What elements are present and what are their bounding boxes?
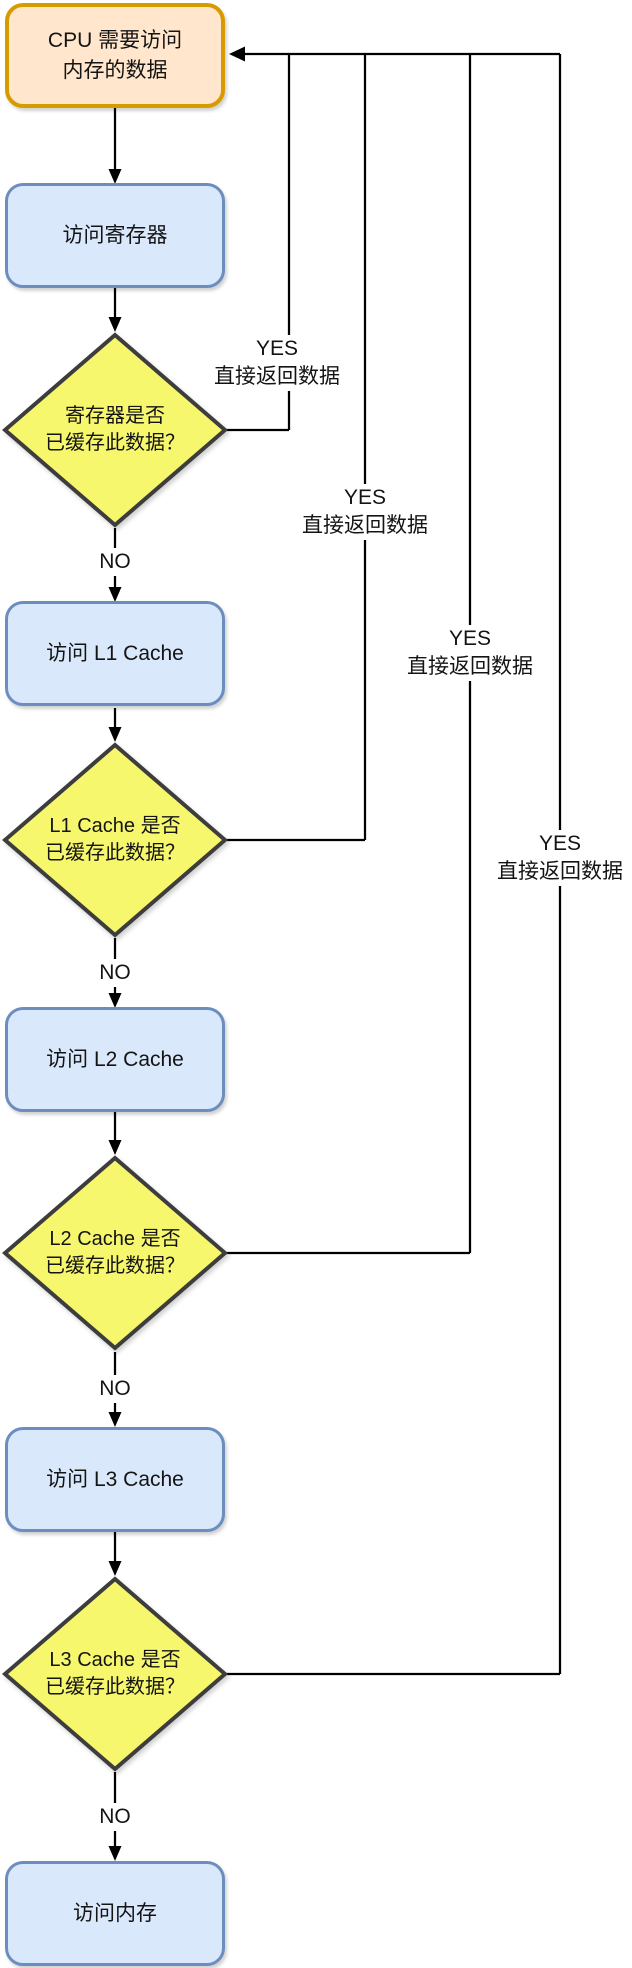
decision-node-register: 寄存器是否 已缓存此数据？ [2,332,228,528]
yes-label-register: YES 直接返回数据 [211,335,343,391]
no-label-l2: NO [96,1375,134,1403]
yes-label-l1-line2: 直接返回数据 [302,514,428,537]
yes-label-register-line2: 直接返回数据 [214,365,340,388]
action-node-l1-cache: 访问 L1 Cache [5,601,225,706]
decision-l1-line2: 已缓存此数据？ [45,842,185,864]
decision-diamond-shape [2,1576,228,1772]
arrowhead-decision-l1 [108,727,122,742]
yes-label-l3-line1: YES [538,832,582,855]
no-label-l1: NO [96,959,134,987]
action-node-l3-cache: 访问 L3 Cache [5,1427,225,1532]
decision-l3-line1: L3 Cache 是否 [49,1649,181,1671]
action-node-l2-label: 访问 L2 Cache [46,1047,184,1071]
decision-diamond-shape [2,742,228,938]
decision-l2-line2: 已缓存此数据？ [45,1255,185,1277]
action-node-memory: 访问内存 [5,1861,225,1966]
yes-label-l3-line2: 直接返回数据 [497,860,623,883]
arrowhead-l1 [108,587,122,602]
arrowhead-memory [108,1846,122,1861]
action-node-l2-cache: 访问 L2 Cache [5,1007,225,1112]
action-node-register-label: 访问寄存器 [62,223,168,247]
yes-label-register-line1: YES [255,337,299,360]
start-node-line1: CPU 需要访问 [47,28,183,52]
arrowhead-decision-register [108,317,122,332]
action-node-register: 访问寄存器 [5,183,225,288]
decision-node-l1-cache: L1 Cache 是否 已缓存此数据？ [2,742,228,938]
decision-l3-label: L3 Cache 是否 已缓存此数据？ [2,1576,228,1772]
action-node-l1-label: 访问 L1 Cache [46,641,184,665]
arrowhead-decision-l3 [108,1561,122,1576]
no-label-l3: NO [96,1803,134,1831]
yes-label-l1: YES 直接返回数据 [299,484,431,540]
no-label-register: NO [96,548,134,576]
arrowhead-into-start [229,46,245,62]
arrowhead-l3 [108,1412,122,1427]
start-node-line2: 内存的数据 [62,58,168,82]
arrowhead-register [108,169,122,184]
decision-register-line1: 寄存器是否 [65,405,165,427]
decision-node-l2-cache: L2 Cache 是否 已缓存此数据？ [2,1155,228,1351]
action-node-memory-label: 访问内存 [73,1901,157,1925]
arrowhead-decision-l2 [108,1140,122,1155]
arrowhead-l2 [108,993,122,1008]
decision-register-label: 寄存器是否 已缓存此数据？ [2,332,228,528]
yes-label-l1-line1: YES [343,486,387,509]
decision-l2-line1: L2 Cache 是否 [49,1228,181,1250]
yes-label-l2-line2: 直接返回数据 [407,655,533,678]
yes-label-l3: YES 直接返回数据 [494,830,626,886]
decision-register-line2: 已缓存此数据？ [45,432,185,454]
decision-diamond-shape [2,1155,228,1351]
action-node-l3-label: 访问 L3 Cache [46,1467,184,1491]
decision-diamond-shape [2,332,228,528]
decision-l1-label: L1 Cache 是否 已缓存此数据？ [2,742,228,938]
yes-label-l2-line1: YES [448,627,492,650]
decision-l1-line1: L1 Cache 是否 [49,815,181,837]
start-node-cpu: CPU 需要访问 内存的数据 [5,3,225,108]
decision-node-l3-cache: L3 Cache 是否 已缓存此数据？ [2,1576,228,1772]
yes-label-l2: YES 直接返回数据 [404,625,536,681]
decision-l3-line2: 已缓存此数据？ [45,1676,185,1698]
decision-l2-label: L2 Cache 是否 已缓存此数据？ [2,1155,228,1351]
